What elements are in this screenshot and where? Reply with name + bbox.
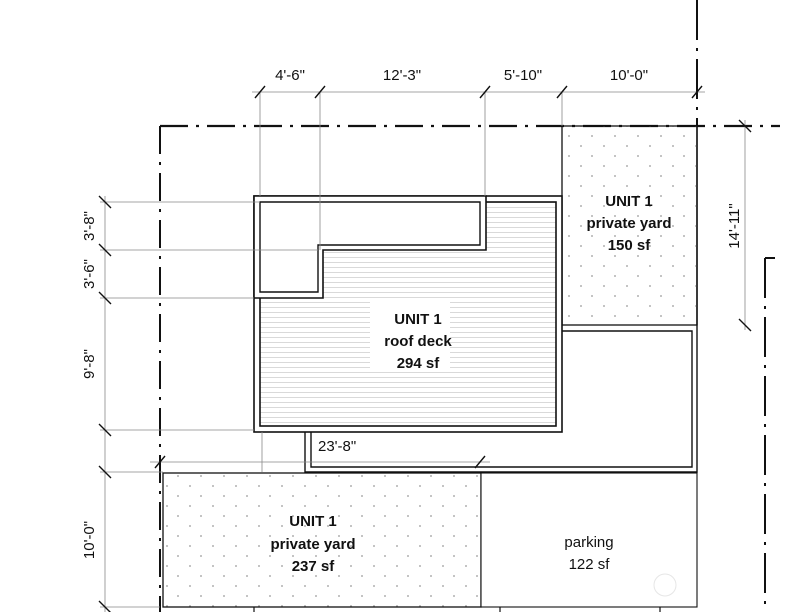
parking-area-value: 122 sf [569,556,611,573]
dimension-ticks [98,85,752,612]
dim-left-1: 3'-8" [81,211,98,241]
yard-top-unit: UNIT 1 [605,193,653,210]
yard-top-area: 150 sf [608,237,652,254]
dim-left-2: 3'-6" [81,259,98,289]
yard-top-name: private yard [586,215,671,232]
dimension-lines [100,91,746,612]
watermark-circle [653,573,677,597]
bottom-outline [253,607,661,612]
yard-bottom-name: private yard [270,536,355,553]
dim-lower: 23'-8" [318,438,356,455]
dim-left-3: 9'-8" [81,349,98,379]
yard-bottom-unit: UNIT 1 [289,513,337,530]
lower-wall-outline [304,325,698,473]
dim-left-4: 10'-0" [81,521,98,559]
roof-deck [253,195,563,433]
deck-unit: UNIT 1 [394,311,442,328]
dim-right: 14'-11" [726,203,743,248]
dim-top-2: 12'-3" [383,67,421,84]
yard-bottom-area: 237 sf [292,558,336,575]
dim-top-1: 4'-6" [275,67,305,84]
deck-name: roof deck [384,333,452,350]
planter-inner [259,201,481,293]
deck-area: 294 sf [397,355,441,372]
dim-top-4: 10'-0" [610,67,648,84]
private-yard-top [561,125,698,326]
dim-top-3: 5'-10" [504,67,542,84]
parking-area [480,472,698,608]
parking-name: parking [564,534,613,551]
